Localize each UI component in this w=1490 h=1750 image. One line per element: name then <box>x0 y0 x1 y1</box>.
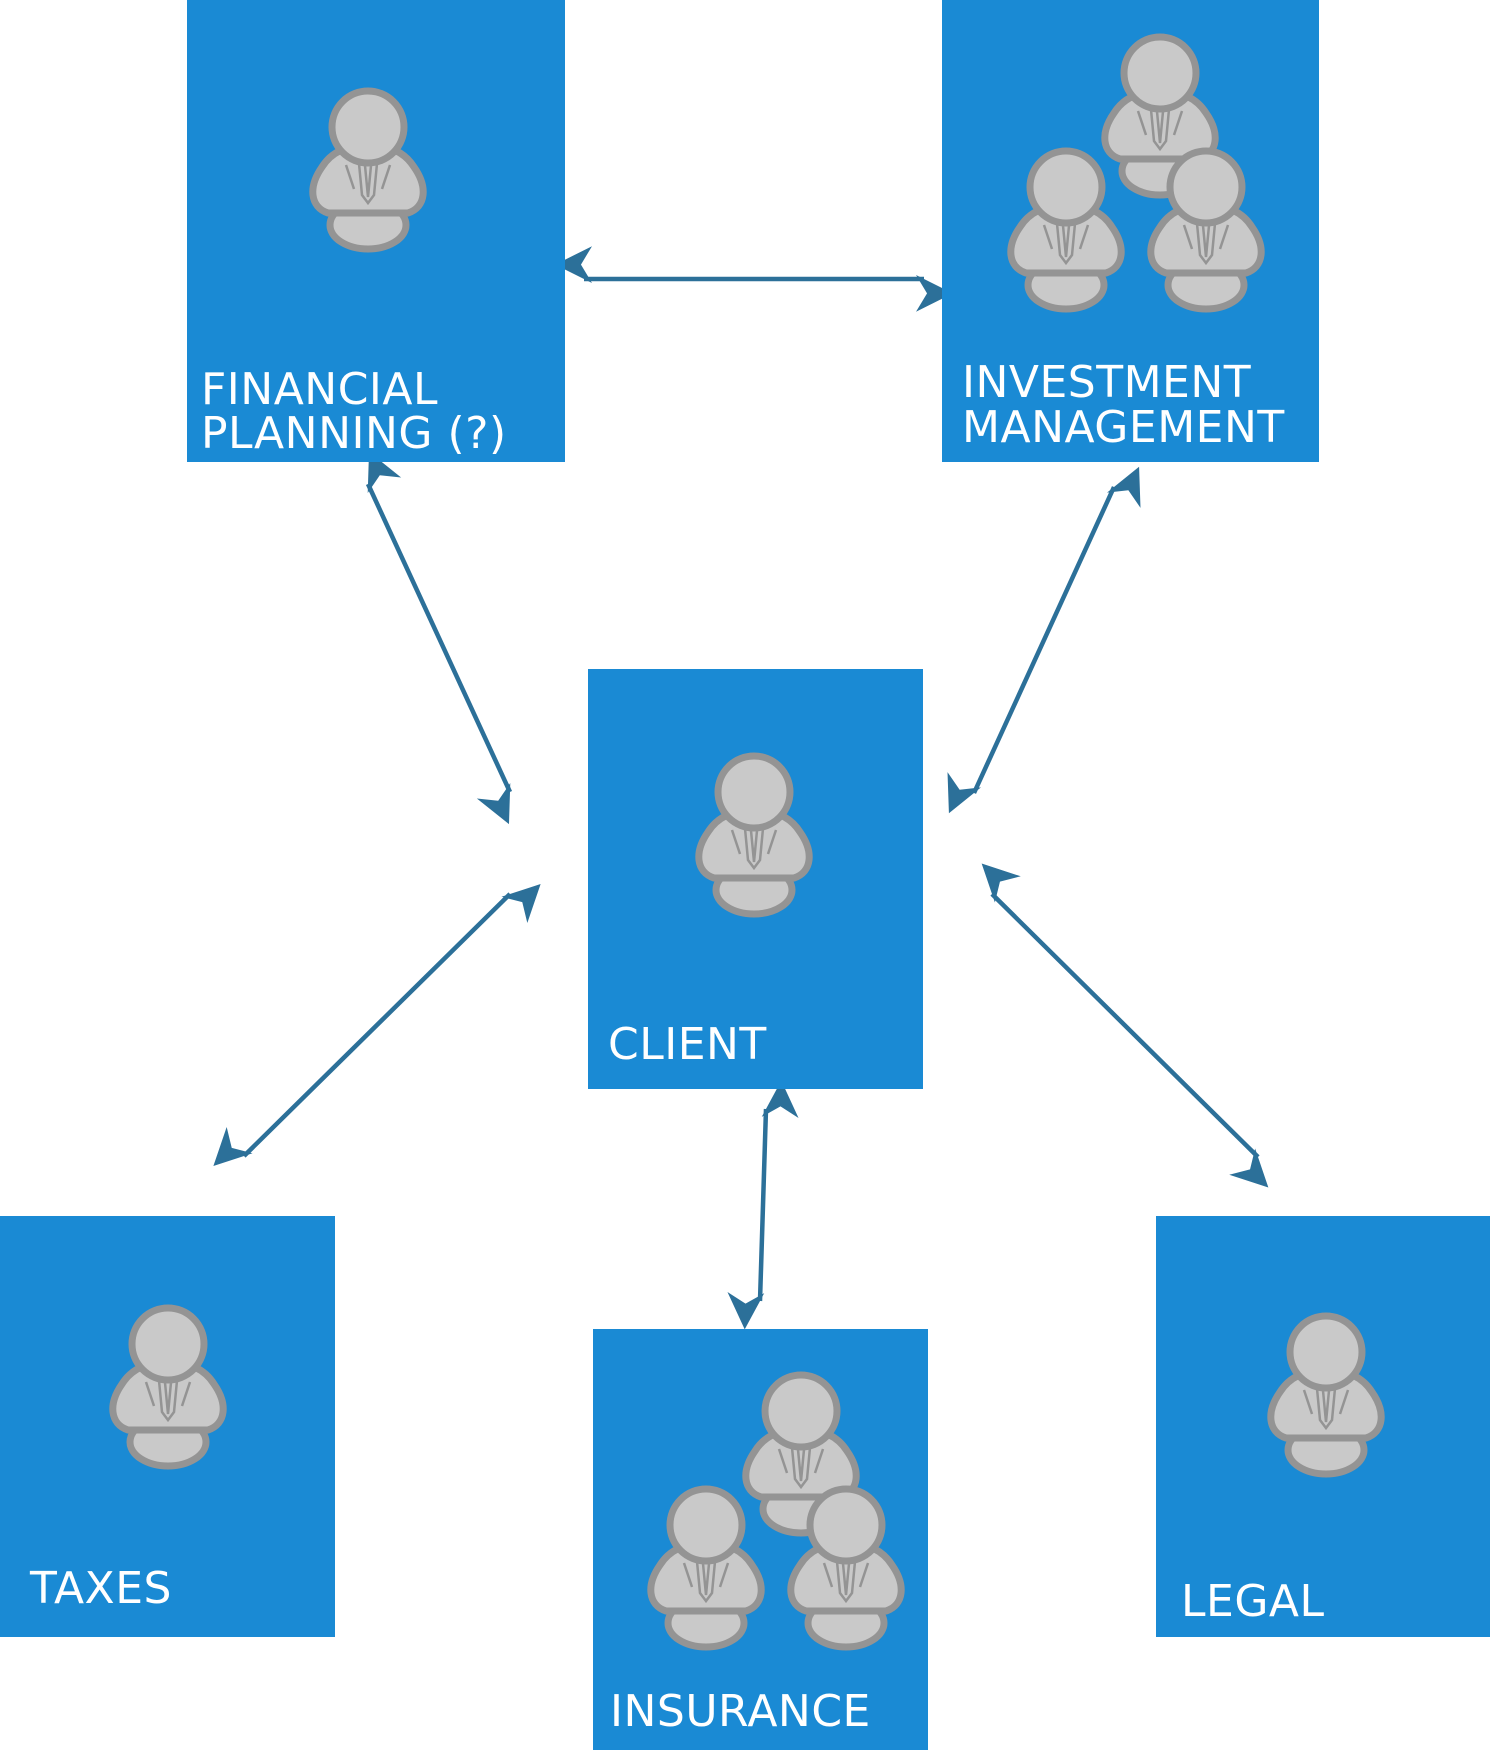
node-label: TAXES <box>29 1563 172 1614</box>
node-investment-management[interactable]: INVESTMENT MANAGEMENT <box>942 0 1319 462</box>
node-label: LEGAL <box>1181 1576 1325 1627</box>
svg-text:TAXES: TAXES <box>29 1563 172 1614</box>
node-financial-planning[interactable]: FINANCIAL PLANNING (?) <box>187 0 565 462</box>
arrow-investment-client <box>947 466 1141 814</box>
node-label-line-1: INVESTMENT <box>962 357 1251 408</box>
node-label-line-1: FINANCIAL <box>201 364 438 415</box>
node-legal[interactable]: LEGAL <box>1156 1216 1490 1637</box>
arrows <box>213 246 1269 1330</box>
node-label-line-2: PLANNING (?) <box>201 408 507 459</box>
node-taxes[interactable]: TAXES <box>0 1216 335 1637</box>
svg-text:MANAGEMENT: MANAGEMENT <box>962 402 1285 453</box>
arrow-insurance-client <box>727 1080 799 1330</box>
arrow-financial-client <box>365 451 513 825</box>
node-label: CLIENT <box>608 1019 767 1070</box>
svg-text:CLIENT: CLIENT <box>608 1019 767 1070</box>
svg-text:INSURANCE: INSURANCE <box>610 1686 871 1737</box>
node-label: INSURANCE <box>610 1686 871 1737</box>
node-client[interactable]: CLIENT <box>588 669 923 1089</box>
arrow-legal-client <box>981 863 1269 1188</box>
node-label-line-2: MANAGEMENT <box>962 402 1285 453</box>
arrow-taxes-client <box>213 884 541 1166</box>
svg-text:LEGAL: LEGAL <box>1181 1576 1325 1627</box>
node-insurance[interactable]: INSURANCE <box>593 1329 928 1750</box>
svg-text:FINANCIAL: FINANCIAL <box>201 364 438 415</box>
svg-text:PLANNING (?): PLANNING (?) <box>201 408 507 459</box>
svg-text:INVESTMENT: INVESTMENT <box>962 357 1251 408</box>
